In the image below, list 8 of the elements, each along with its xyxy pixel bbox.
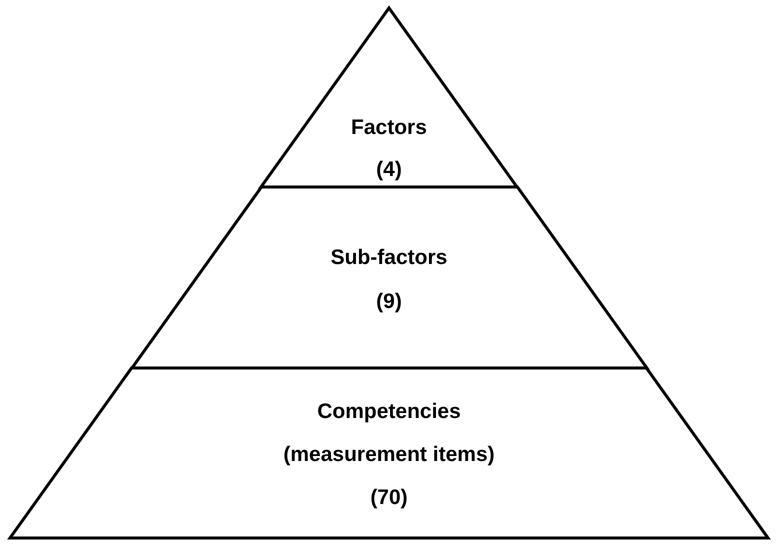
tier-label: Sub-factors [330,246,448,270]
tier-label: Competencies [317,400,461,424]
tier-label: (measurement items) [283,443,495,467]
tier-label: Factors [351,116,427,140]
tier-count: (9) [376,290,402,314]
tier-count: (4) [376,158,402,182]
pyramid-tier [10,368,768,538]
tier-count: (70) [370,486,408,510]
